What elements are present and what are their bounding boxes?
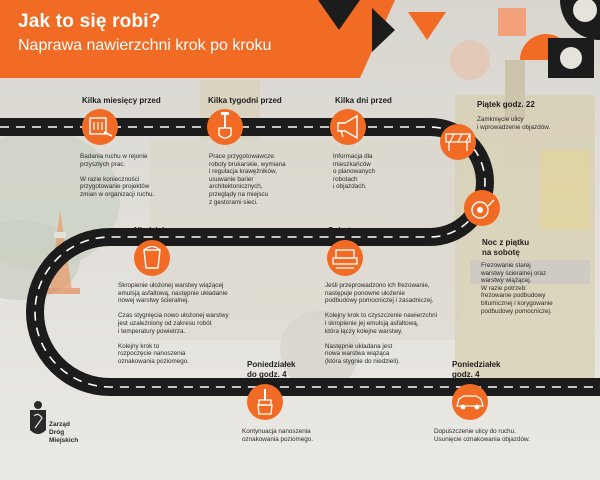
step-markers: [82, 109, 500, 420]
car-icon: [452, 384, 488, 420]
step-2-label: Kilka tygodni przed: [208, 96, 282, 105]
decorative-shapes: [318, 0, 600, 80]
step-3-description: Informacja dla mieszkańców o planowanych…: [333, 153, 376, 191]
step-8-label: Poniedziałek do godz. 4: [247, 360, 296, 379]
bucket-icon: [134, 240, 170, 276]
step-5-label: Noc z piątku na sobotę: [482, 238, 530, 257]
step-9-description: Dopuszczenie ulicy do ruchu. Usunięcie o…: [434, 428, 530, 443]
road: [0, 118, 600, 396]
road-barrier-icon: [440, 124, 476, 160]
step-4-label: Piątek godz. 22: [477, 100, 535, 109]
step-8-description: Kontynuacja nanoszenia oznakowania pozio…: [242, 428, 314, 443]
page-title: Jak to się robi?: [18, 11, 161, 32]
megaphone-icon: [330, 109, 366, 145]
paver-icon: [327, 240, 363, 276]
step-5-description: Frezowanie starej warstwy ścieralnej ora…: [481, 262, 553, 315]
step-1-label: Kilka miesięcy przed: [82, 96, 161, 105]
step-4-description: Zamknięcie ulicy i wprowadzenie objazdów…: [477, 116, 551, 131]
paint-brush-icon: [247, 384, 283, 420]
warsaw-mermaid-crest-icon: [30, 401, 46, 434]
page-subtitle: Naprawa nawierzchni krok po kroku: [18, 37, 272, 54]
step-3-label: Kilka dni przed: [335, 96, 392, 105]
step-2-description: Prace przygotowawcze: roboty brukarskie,…: [209, 153, 286, 206]
step-7-label: Niedziela: [134, 226, 169, 235]
step-6-label: Sobota rano: [328, 226, 375, 235]
shovel-icon: [207, 109, 243, 145]
step-1-description: Badania ruchu w rejonie przyszłych prac.…: [80, 153, 155, 198]
step-7-description: Skropienie ułożonej warstwy wiążącej emu…: [118, 282, 229, 365]
step-6-description: Jeśli przeprowadzono ich frezowanie, nas…: [325, 282, 437, 365]
logo-text: Zarząd Dróg Miejskich: [49, 421, 79, 444]
ruler-plan-icon: [82, 109, 118, 145]
milling-machine-icon: [464, 190, 500, 226]
step-9-label: Poniedziałek godz. 4: [452, 360, 501, 379]
